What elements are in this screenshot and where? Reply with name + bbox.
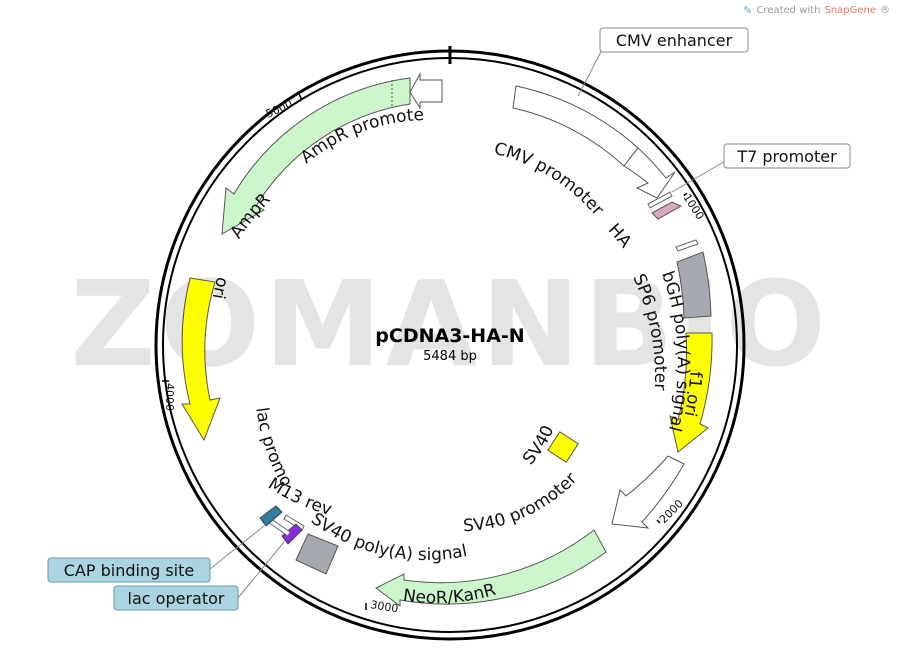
plasmid-size: 5484 bp (423, 349, 477, 364)
sv40-polya-block[interactable] (295, 533, 339, 575)
bgh-polya-block[interactable] (676, 251, 712, 319)
cap-binding-site-callout-text: CAP binding site (64, 561, 194, 580)
tick-label-2000: 2000 (657, 497, 686, 526)
ori-label: ori (208, 275, 232, 301)
lac-operator-callout-line (237, 541, 285, 599)
cap-binding-site-callout[interactable]: CAP binding site (47, 557, 211, 583)
ori-arrow[interactable] (181, 277, 221, 442)
sv40-ori-block[interactable] (547, 431, 579, 463)
plasmid-name: pCDNA3-HA-N (375, 325, 524, 347)
ampr-arrow[interactable] (221, 77, 411, 235)
lac-operator-block[interactable] (281, 523, 303, 545)
sp6-promoter-arrow[interactable] (675, 239, 699, 252)
cmv-enhancer-callout-line (577, 45, 605, 97)
t7-promoter-arrow[interactable] (647, 191, 673, 209)
brand-prefix: Created with (756, 5, 821, 16)
lac-promoter-label: lac promoter (0, 0, 296, 490)
tick-mark-5000 (297, 91, 303, 101)
ampr-promoter-arrow[interactable] (409, 72, 443, 110)
t7-promoter-callout-text: T7 promoter (736, 147, 837, 166)
brand-mark: ® (880, 5, 890, 16)
cmv-enhancer-callout-text: CMV enhancer (616, 31, 733, 50)
brand-name: SnapGene (824, 5, 876, 16)
tick-label-3000: 3000 (370, 598, 400, 615)
snapgene-brand: ✎ Created with SnapGene ® (743, 4, 890, 17)
ha-tag-arrow[interactable] (651, 201, 683, 220)
snapgene-logo-icon: ✎ (743, 4, 753, 17)
t7-promoter-callout[interactable]: T7 promoter (723, 143, 851, 169)
t7-promoter-callout-line (671, 159, 728, 193)
neor-kanr-arrow[interactable] (375, 529, 607, 607)
tick-mark-1000 (683, 192, 688, 197)
ha-label: HA (604, 220, 635, 252)
cmv-enhancer-callout[interactable]: CMV enhancer (599, 27, 749, 53)
tick-label-4000: 4000 (163, 383, 176, 411)
cmv-promoter-arrow[interactable] (623, 147, 676, 199)
lac-operator-callout-text: lac operator (128, 589, 225, 608)
ampr-promoter-label: AmpR promoter (0, 0, 424, 168)
sv40-promoter-arrow[interactable] (611, 455, 685, 529)
sv40-promoter-label: SV40 promoter (462, 469, 581, 536)
f1-ori-arrow[interactable] (669, 332, 713, 453)
lac-operator-callout[interactable]: lac operator (113, 585, 239, 611)
cap-binding-site-block[interactable] (259, 505, 283, 527)
sv40-ori-label: SV40 ori (0, 0, 558, 469)
cap-site-callout-line (209, 525, 265, 570)
cmv-promoter-label: CMV promoter (492, 139, 607, 220)
tick-mark-2000 (656, 519, 661, 524)
tick-label-5000: 5000 (264, 97, 295, 121)
